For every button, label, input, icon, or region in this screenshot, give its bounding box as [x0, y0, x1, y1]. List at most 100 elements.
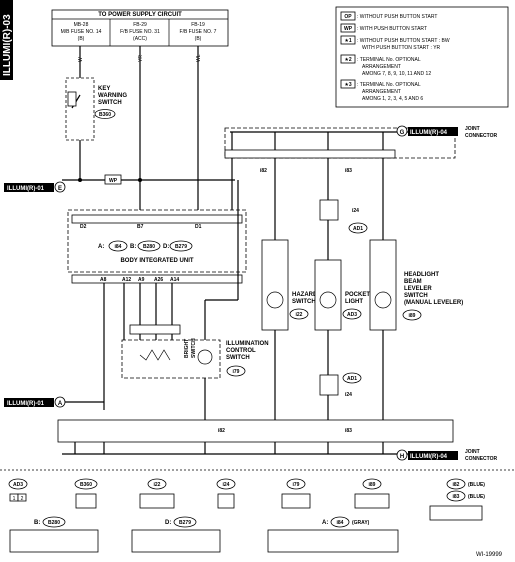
svg-text:1: 1 — [13, 496, 16, 502]
svg-text:★3: ★3 — [344, 82, 351, 88]
legend-star2: : TERMINAL No. OPTIONAL — [357, 57, 421, 63]
svg-text:WP: WP — [344, 26, 353, 32]
svg-text:B:: B: — [34, 520, 40, 526]
svg-text:B360: B360 — [80, 482, 92, 488]
joint-connector-bottom: H ILLUMI(R)-04 JOINT CONNECTOR i82 i83 — [57, 419, 498, 462]
svg-text:★1: ★1 — [344, 38, 351, 44]
svg-text:AD1: AD1 — [353, 226, 363, 232]
svg-text:i24: i24 — [223, 482, 230, 488]
svg-text:HEADLIGHT: HEADLIGHT — [404, 272, 439, 278]
svg-text:ILLUMI(R)-04: ILLUMI(R)-04 — [410, 130, 448, 136]
fuse-1-name: MB-28 — [74, 22, 89, 28]
legend-box: OP : WITHOUT PUSH BUTTON START WP : WITH… — [335, 6, 509, 108]
svg-text:D:: D: — [163, 244, 169, 250]
svg-text:(BLUE): (BLUE) — [468, 494, 485, 500]
svg-text:CONNECTOR: CONNECTOR — [465, 133, 498, 139]
svg-text:JOINT: JOINT — [465, 449, 480, 455]
svg-text:E: E — [58, 186, 62, 192]
fuse-2-desc: F/B FUSE NO. 31 — [120, 29, 160, 35]
svg-text:i82: i82 — [218, 428, 225, 434]
svg-text:A: A — [58, 401, 63, 407]
svg-text:A12: A12 — [122, 277, 131, 283]
svg-text:(BLUE): (BLUE) — [468, 482, 485, 488]
svg-text:LIGHT: LIGHT — [345, 299, 363, 305]
svg-text:A:: A: — [322, 520, 328, 526]
svg-text:B279: B279 — [179, 520, 191, 526]
power-supply-title: TO POWER SUPPLY CIRCUIT — [98, 12, 182, 18]
svg-text:CONNECTOR: CONNECTOR — [465, 456, 498, 462]
svg-text:B:: B: — [130, 244, 136, 250]
svg-text:KEY: KEY — [98, 86, 110, 92]
svg-text:i83: i83 — [453, 494, 460, 500]
svg-text:★2: ★2 — [344, 57, 351, 63]
svg-text:SWITCH: SWITCH — [292, 299, 316, 305]
svg-text:BRIGHT: BRIGHT — [184, 339, 190, 358]
svg-text:A8: A8 — [100, 277, 107, 283]
svg-text:OP: OP — [344, 14, 352, 20]
svg-text:A:: A: — [98, 244, 104, 250]
svg-text:WARNING: WARNING — [98, 93, 127, 99]
body-integrated-unit: D2 B7 D1 A: i84 B: B280 D: B279 BODY INT… — [67, 209, 247, 284]
legend-wp: : WITH PUSH BUTTON START — [357, 26, 427, 32]
svg-text:i79: i79 — [293, 482, 300, 488]
svg-text:i24: i24 — [345, 392, 352, 398]
fuse-2-name: FB-29 — [133, 22, 147, 28]
svg-text:D:: D: — [165, 520, 171, 526]
fuse-3-type: (B) — [195, 36, 202, 42]
legend-star1b: WITH PUSH BUTTON START : YR — [362, 45, 441, 51]
svg-text:B280: B280 — [48, 520, 60, 526]
key-warning-switch: KEY WARNING SWITCH B360 — [65, 77, 127, 141]
e-bus: WP — [62, 174, 235, 185]
svg-text:A14: A14 — [170, 277, 179, 283]
svg-text:CONTROL: CONTROL — [226, 348, 256, 354]
svg-text:i84: i84 — [115, 244, 122, 250]
key-switch-code: B360 — [99, 112, 111, 118]
fuse-3-name: FB-19 — [191, 22, 205, 28]
svg-text:2: 2 — [21, 496, 24, 502]
svg-text:i79: i79 — [233, 369, 240, 375]
svg-text:i89: i89 — [409, 313, 416, 319]
fuse-3-desc: F/B FUSE NO. 7 — [180, 29, 217, 35]
svg-text:SWITCH: SWITCH — [191, 338, 197, 358]
svg-text:AMONG 1, 2, 3, 4, 5 AND 6: AMONG 1, 2, 3, 4, 5 AND 6 — [362, 96, 423, 102]
svg-text:AMONG 7, 8, 9, 10, 11 AND 12: AMONG 7, 8, 9, 10, 11 AND 12 — [362, 71, 431, 77]
biu-name: BODY INTEGRATED UNIT — [120, 258, 193, 264]
svg-text:A9: A9 — [138, 277, 145, 283]
legend-op: : WITHOUT PUSH BUTTON START — [357, 14, 437, 20]
svg-text:AD3: AD3 — [347, 312, 357, 318]
joint-connector-top: G ILLUMI(R)-04 JOINT CONNECTOR i82 i83 — [224, 125, 498, 240]
svg-text:JOINT: JOINT — [465, 126, 480, 132]
fuse-1-type: (B) — [78, 36, 85, 42]
svg-text:i24: i24 — [352, 208, 359, 214]
svg-text:ILLUMI(R)-01: ILLUMI(R)-01 — [7, 401, 45, 407]
illumination-control-switch: BRIGHT SWITCH ILLUMINATION CONTROL SWITC… — [121, 324, 269, 430]
svg-text:H: H — [400, 454, 404, 460]
svg-text:G: G — [400, 130, 405, 136]
svg-text:ARRANGEMENT: ARRANGEMENT — [362, 64, 401, 70]
svg-text:ARRANGEMENT: ARRANGEMENT — [362, 89, 401, 95]
side-title: ILLUMI(R)-03 — [0, 0, 13, 80]
svg-text:WL: WL — [196, 54, 202, 62]
offpage-e: ILLUMI(R)-01 E — [4, 181, 66, 193]
svg-text:(GRAY): (GRAY) — [352, 520, 370, 526]
wp-tag: WP — [109, 178, 118, 184]
svg-text:ILLUMI(R)-01: ILLUMI(R)-01 — [7, 186, 45, 192]
svg-text:i22: i22 — [154, 482, 161, 488]
svg-text:AD1: AD1 — [347, 376, 357, 382]
svg-text:SWITCH: SWITCH — [226, 355, 250, 361]
svg-text:B7: B7 — [137, 224, 144, 230]
svg-text:B279: B279 — [175, 244, 187, 250]
svg-text:ILLUMI(R)-03: ILLUMI(R)-03 — [2, 14, 13, 76]
svg-text:i22: i22 — [296, 312, 303, 318]
svg-text:i82: i82 — [453, 482, 460, 488]
svg-text:ILLUMI(R)-04: ILLUMI(R)-04 — [410, 454, 448, 460]
svg-text:i83: i83 — [345, 168, 352, 174]
svg-text:LEVELER: LEVELER — [404, 286, 432, 292]
svg-text:B280: B280 — [143, 244, 155, 250]
svg-text:W: W — [78, 57, 84, 62]
offpage-a: ILLUMI(R)-01 A — [4, 396, 104, 408]
legend-star3: : TERMINAL No. OPTIONAL — [357, 82, 421, 88]
document-id: WI-19999 — [476, 552, 503, 558]
pocket-light: i24 AD1 POCKET LIGHT AD3 AD1 i24 — [314, 199, 370, 430]
